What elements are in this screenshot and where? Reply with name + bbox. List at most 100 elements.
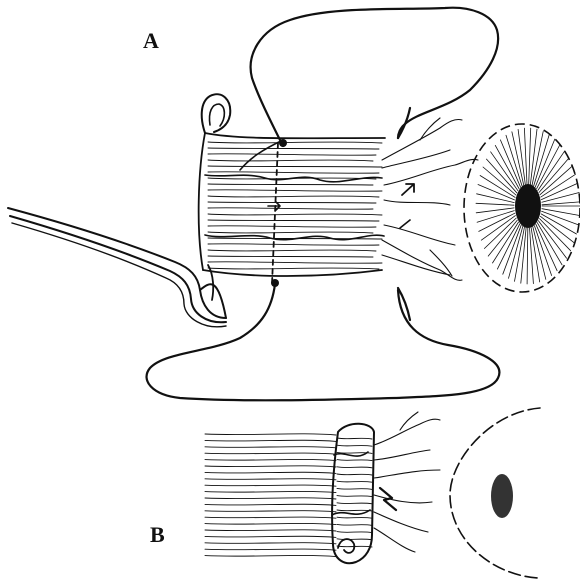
disc-ray xyxy=(521,228,526,283)
fiber-line-b xyxy=(205,472,336,473)
disc-ray xyxy=(542,209,580,216)
disc-center xyxy=(515,184,541,228)
disc-ray xyxy=(478,185,515,200)
vessel-line-b xyxy=(400,412,418,430)
vessel-line-b xyxy=(374,512,428,532)
fiber-lines xyxy=(208,142,382,269)
disc-ray xyxy=(542,211,579,225)
disc-ray xyxy=(534,135,550,186)
vessel-line xyxy=(384,200,450,205)
fiber-line xyxy=(208,262,382,263)
roll-line xyxy=(337,532,372,533)
b-disc-center xyxy=(491,474,513,518)
vessel-line xyxy=(420,118,440,140)
fiber-line xyxy=(208,190,382,191)
disc-ray xyxy=(527,228,528,284)
vessel-line xyxy=(382,119,462,160)
disc-ray xyxy=(476,203,514,205)
roll-line xyxy=(337,503,372,504)
disc-ray xyxy=(529,128,531,184)
b-mark xyxy=(380,488,396,510)
roll-line xyxy=(337,496,372,497)
fiber-line-b xyxy=(205,543,336,544)
fiber-line xyxy=(208,172,379,173)
fiber-line-b xyxy=(205,530,336,531)
roll-line xyxy=(337,460,372,461)
disc-ray xyxy=(542,202,580,205)
fiber-line xyxy=(208,142,382,143)
fiber-line-b xyxy=(205,479,336,480)
rolled-edge-inner xyxy=(209,104,224,126)
vessel-line xyxy=(382,150,450,168)
roll-line xyxy=(337,474,372,475)
fiber-line xyxy=(208,166,382,167)
panel-label-b: B xyxy=(150,522,165,548)
fiber-line-b xyxy=(205,466,336,467)
fiber-line xyxy=(208,220,379,221)
vessel-line-b xyxy=(374,470,440,478)
panel-b-drawing xyxy=(205,408,540,578)
vessel-line xyxy=(384,225,455,245)
fiber-line-b xyxy=(205,511,336,512)
upper-iris-arc xyxy=(398,108,410,138)
panel-a-drawing xyxy=(8,8,580,401)
upper-membrane-outline xyxy=(251,8,498,146)
disc-ray xyxy=(541,183,577,199)
disc-ray xyxy=(542,193,579,203)
fiber-line xyxy=(208,160,373,161)
vessel-line xyxy=(384,159,478,185)
fiber-line-b xyxy=(205,434,336,435)
fiber-line-b xyxy=(205,536,336,537)
roll-line xyxy=(337,546,372,547)
fiber-line-b xyxy=(205,459,336,460)
disc-ray xyxy=(515,227,525,281)
roll-line xyxy=(337,481,372,482)
fiber-line xyxy=(208,250,376,251)
disc-ray xyxy=(524,128,527,184)
roll-line xyxy=(337,488,372,489)
vessel-line xyxy=(382,240,462,280)
center-arrow xyxy=(268,202,280,210)
fiber-line-b xyxy=(205,485,336,486)
fiber-line xyxy=(208,208,373,209)
lower-membrane-outline xyxy=(147,284,500,400)
fiber-line xyxy=(208,202,376,203)
fiber-line xyxy=(208,268,379,269)
roll-line xyxy=(337,510,372,511)
fiber-line-b xyxy=(205,453,336,454)
right-arrow-2 xyxy=(400,220,410,228)
vessel-line-b xyxy=(374,419,440,445)
fiber-line-b xyxy=(205,523,336,524)
fiber-line-b xyxy=(205,549,336,550)
roll-curl xyxy=(338,539,354,553)
fiber-line xyxy=(208,184,373,185)
fiber-lines-b xyxy=(205,434,336,557)
rolled-edge-top xyxy=(202,94,231,133)
fiber-line-b xyxy=(205,440,336,441)
fiber-line-b xyxy=(205,555,336,556)
roll-line xyxy=(337,445,372,446)
roll-line xyxy=(337,524,372,525)
right-arrow-1 xyxy=(402,184,414,195)
fiber-line-b xyxy=(205,498,336,499)
fold-line-dashed xyxy=(272,143,278,284)
fiber-line xyxy=(208,244,379,245)
fiber-line-b xyxy=(205,517,336,518)
fiber-line xyxy=(208,232,373,233)
fiber-line xyxy=(208,154,376,155)
roll-line xyxy=(337,539,372,540)
vessel-branches-b xyxy=(374,412,440,552)
fiber-line-b xyxy=(205,504,336,505)
cannula-instrument xyxy=(8,208,226,327)
disc-ray xyxy=(541,174,576,197)
vessel-line-b xyxy=(374,495,432,503)
fiber-line-b xyxy=(205,447,336,448)
eye-disc xyxy=(464,124,580,292)
panel-label-a: A xyxy=(143,28,159,54)
fiber-line xyxy=(208,226,376,227)
vessel-line xyxy=(430,250,452,276)
disc-ray xyxy=(477,194,515,203)
fiber-line-b xyxy=(205,491,336,492)
